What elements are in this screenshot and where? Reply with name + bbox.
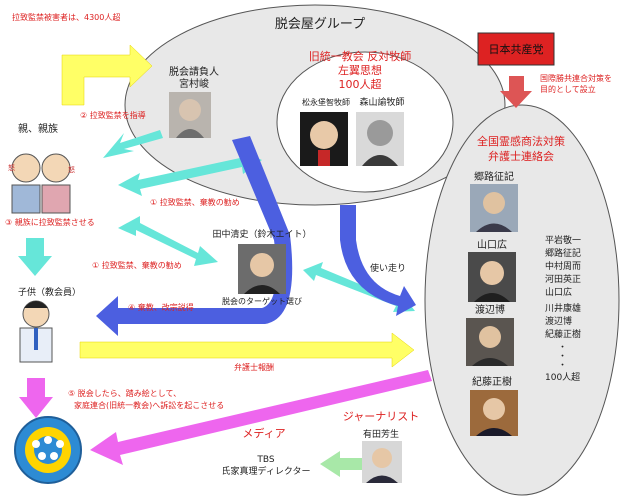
- lawyer-list-item: 郷路征記: [545, 247, 581, 259]
- journalist-photo: [362, 441, 402, 483]
- lawyer-3-name: 渡辺博: [475, 303, 505, 316]
- step-2-label: ② 拉致監禁を指導: [80, 110, 146, 120]
- magenta-arrow-child-church: [19, 378, 53, 418]
- lawyers-title-1: 全国霊感商法対策: [477, 134, 565, 148]
- lawyer-1-name: 郷路征記: [474, 170, 514, 183]
- party-box: [477, 32, 555, 66]
- pastor-heading-2: 左翼思想: [338, 63, 382, 77]
- party-label: 日本共産党: [489, 42, 544, 56]
- step-5-label-2: 家庭連合(旧統一教会)へ訴訟を起こさせる: [74, 400, 224, 410]
- tanaka-name: 田中清史（鈴木エイト）: [212, 228, 311, 240]
- blue-arrow-to-lawyers: [340, 205, 416, 316]
- lawyer-list-item: 渡辺博: [545, 315, 572, 327]
- lawyer-list-item: 河田英正: [545, 273, 581, 285]
- party-note-2: 目的として設立: [540, 84, 596, 94]
- green-arrow-media: [320, 451, 370, 477]
- pastor-heading-1: 旧統一教会 反対牧師: [309, 49, 412, 63]
- contractor-name: 宮村峻: [179, 77, 209, 90]
- lawyers-ellipse: [424, 104, 620, 496]
- lawyer-2-name: 山口広: [477, 238, 507, 251]
- magenta-arrow-lawyers-church: [90, 370, 432, 465]
- pastor-a-photo: [300, 112, 348, 166]
- lawyer-list-item: 平岩敬一: [545, 234, 581, 246]
- lawyer-list-item: 山口広: [545, 286, 572, 298]
- errand-label: 使い走り: [370, 262, 406, 274]
- tanaka-role: 脱会のターゲット選び: [222, 296, 302, 306]
- parents-label: 親、親族: [18, 122, 58, 135]
- step-4-label: ④ 棄教、改宗説得: [128, 302, 194, 312]
- lawyer-list-item: 中村周而: [545, 260, 581, 272]
- lawyer-list-item: ・: [558, 361, 567, 371]
- cyan-arrow-to-child: [18, 238, 52, 276]
- cyan-arrow-to-parents: [103, 130, 163, 158]
- step-1-label: ① 拉致監禁、棄教の勧め: [150, 197, 240, 207]
- party-note-1: 国際勝共連合対策を: [540, 73, 612, 83]
- cyan-arrow-parents-tanaka: [118, 216, 218, 266]
- red-arrow-party: [500, 76, 532, 108]
- lawyers-title-2: 弁護士連絡会: [488, 149, 554, 163]
- pastor-a-name: 松永堡智牧師: [302, 97, 350, 107]
- lawyer-list-item: 100人超: [545, 371, 580, 383]
- step-5-label-1: ⑤ 脱会したら、踏み絵として、: [68, 388, 181, 398]
- pastor-b-photo: [356, 112, 404, 166]
- pastor-heading-3: 100人超: [339, 77, 382, 91]
- svg-text:怒: 怒: [68, 165, 75, 174]
- child-illustration: [19, 300, 53, 363]
- cyan-arrow-parents-group: [118, 150, 262, 196]
- lawyer-list-item: 川井康雄: [545, 302, 581, 314]
- church-logo: [14, 416, 82, 484]
- svg-text:怒: 怒: [8, 163, 15, 172]
- pastor-b-name: 森山諭牧師: [359, 96, 404, 108]
- journalist-name: 有田芳生: [363, 428, 399, 440]
- lawyer-2-photo: [468, 252, 516, 302]
- lawyer-4-photo: [470, 390, 518, 436]
- child-label: 子供（教会員）: [18, 286, 81, 298]
- contractor-photo: [169, 92, 211, 138]
- victims-count: 拉致監禁被害者は、4300人超: [12, 12, 120, 22]
- lawyer-1-photo: [470, 184, 518, 232]
- contractor-title: 脱会請負人: [169, 65, 219, 78]
- lawyer-list-item: ・: [558, 343, 567, 353]
- step-3-label: ③ 親族に拉致監禁させる: [5, 217, 95, 227]
- lawyer-3-photo: [466, 318, 514, 366]
- fee-label: 弁護士報酬: [234, 362, 274, 372]
- yellow-arrow-fee: [79, 332, 415, 368]
- lawyer-list-item: 紀藤正樹: [545, 328, 581, 340]
- lawyer-4-name: 紀藤正樹: [472, 375, 512, 388]
- blue-arrow-contractor-child: [96, 136, 293, 336]
- tanaka-photo: [238, 244, 286, 294]
- group-title: 脱会屋グループ: [275, 17, 365, 32]
- parents-illustration: 怒 怒: [8, 153, 75, 214]
- tbs-label: TBS: [256, 455, 275, 465]
- step-1b-label: ① 拉致監禁、棄教の勧め: [92, 260, 182, 270]
- lawyer-name-list: 平岩敬一 郷路征記 中村周而 河田英正 山口広 川井康雄 渡辺博 紀藤正樹 ・ …: [545, 234, 581, 383]
- journalist-title: ジャーナリスト: [343, 410, 419, 423]
- tbs-director: 氏家真理ディレクター: [221, 465, 310, 477]
- lawyer-list-item: ・: [558, 352, 567, 362]
- yellow-arrow-guidance: [61, 44, 153, 106]
- media-title: メディア: [242, 426, 285, 440]
